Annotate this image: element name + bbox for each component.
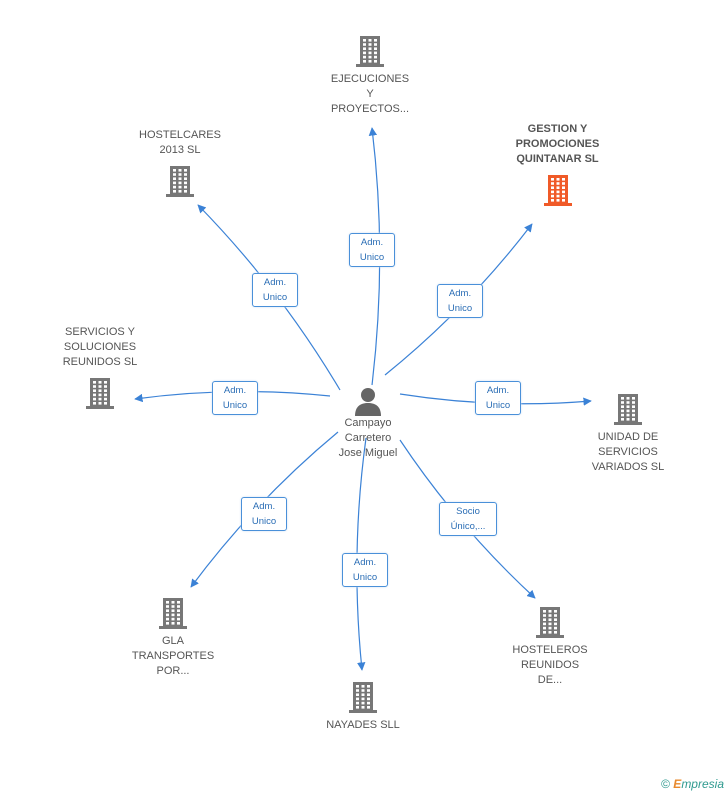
company-label: GLA TRANSPORTES POR... <box>131 635 215 677</box>
company-label: SERVICIOS Y SOLUCIONES REUNIDOS SL <box>62 326 138 368</box>
brand-e: E <box>673 777 682 791</box>
company-label: HOSTELEROS REUNIDOS DE... <box>512 644 588 686</box>
company-node-unidad[interactable]: UNIDAD DE SERVICIOS VARIADOS SL <box>580 392 676 475</box>
building-icon <box>166 166 194 197</box>
building-icon <box>536 607 564 638</box>
company-label: HOSTELCARES 2013 SL <box>139 129 221 156</box>
center-person-label: Campayo Carretero Jose Miguel <box>338 417 398 459</box>
building-icon <box>86 378 114 409</box>
center-person[interactable]: Campayo Carretero Jose Miguel <box>318 386 418 461</box>
footer-brand: © Empresia <box>661 777 724 791</box>
company-node-nayades[interactable]: NAYADES SLL <box>315 680 411 733</box>
edge-label-nayades[interactable]: Adm. Unico <box>342 553 388 587</box>
person-icon <box>355 388 381 416</box>
company-label: GESTION Y PROMOCIONES QUINTANAR SL <box>515 123 600 165</box>
company-node-hosteleros[interactable]: HOSTELEROS REUNIDOS DE... <box>500 605 600 688</box>
building-icon <box>614 394 642 425</box>
company-label: NAYADES SLL <box>326 719 400 731</box>
copyright-symbol: © <box>661 777 670 791</box>
company-label: EJECUCIONES Y PROYECTOS... <box>330 73 410 115</box>
edge-label-unidad[interactable]: Adm. Unico <box>475 381 521 415</box>
company-label: UNIDAD DE SERVICIOS VARIADOS SL <box>591 431 665 473</box>
company-node-servicios[interactable]: SERVICIOS Y SOLUCIONES REUNIDOS SL <box>52 325 148 410</box>
edge-label-gestion[interactable]: Adm. Unico <box>437 284 483 318</box>
company-node-gestion[interactable]: GESTION Y PROMOCIONES QUINTANAR SL <box>500 122 615 207</box>
building-icon <box>543 175 572 206</box>
building-icon <box>159 598 187 629</box>
building-icon <box>349 682 377 713</box>
edge-label-hosteleros[interactable]: Socio Único,... <box>439 502 497 536</box>
company-node-hostelcares[interactable]: HOSTELCARES 2013 SL <box>130 128 230 198</box>
edge-label-servicios[interactable]: Adm. Unico <box>212 381 258 415</box>
brand-rest: mpresia <box>681 777 724 791</box>
company-node-ejecuciones[interactable]: EJECUCIONES Y PROYECTOS... <box>320 34 420 117</box>
building-icon <box>356 36 384 67</box>
edge-label-hostelcares[interactable]: Adm. Unico <box>252 273 298 307</box>
company-node-gla[interactable]: GLA TRANSPORTES POR... <box>125 596 221 679</box>
edge-label-gla[interactable]: Adm. Unico <box>241 497 287 531</box>
edge-label-ejecuciones[interactable]: Adm. Unico <box>349 233 395 267</box>
